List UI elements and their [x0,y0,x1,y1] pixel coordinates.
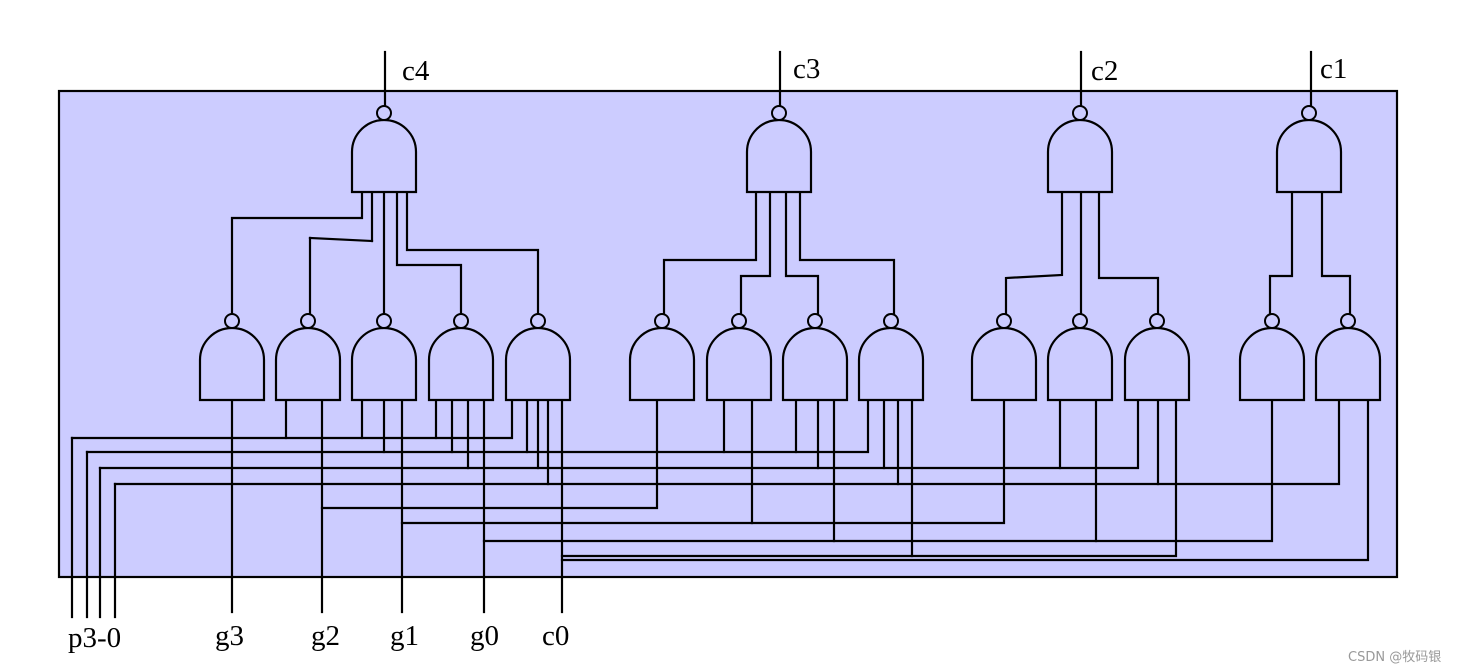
wire-23 [784,190,820,316]
wire-33 [113,398,1341,486]
wire-19 [395,190,463,316]
gate-c1-g0-term-body [1238,326,1306,402]
wire-20 [405,190,540,316]
gate-c3-g1-term-body [705,326,773,402]
gate-c2-g0-term-bubble [1072,313,1088,329]
wire-28 [1268,190,1294,316]
gate-c2-c0-term-bubble [1149,313,1165,329]
wire-32 [98,398,1140,470]
gate-c2-g0-term-body [1046,326,1114,402]
gate-c4-g0-term-body [427,326,495,402]
gate-c2-c0-term-body [1123,326,1191,402]
gate-c4-g1-term-bubble [376,313,392,329]
gate-c1-output-body [1275,118,1343,194]
gate-c3-g0-term-body [781,326,849,402]
wire-50 [320,398,659,510]
gate-c4-g2-term-bubble [300,313,316,329]
gate-c3-c0-term-bubble [883,313,899,329]
wire-15 [308,236,374,243]
wire-58 [560,398,1370,562]
wire-57 [910,398,1178,558]
gate-c3-g2-term-bubble [654,313,670,329]
wire-52 [750,398,1006,525]
label-c2: c2 [1091,55,1118,87]
gate-c4-g1-term-body [350,326,418,402]
wire-29 [1320,190,1352,316]
gate-c1-output-bubble [1301,105,1317,121]
gate-c4-output-bubble [376,105,392,121]
gate-c3-g0-term-bubble [807,313,823,329]
gate-c3-output-bubble [771,105,787,121]
wire-27 [1097,190,1160,316]
label-p3-0: p3-0 [68,622,121,654]
gate-c2-g1-term-body [970,326,1038,402]
wire-30 [70,398,514,440]
label-g1: g1 [390,620,419,652]
wire-31 [85,398,870,454]
gate-c1-c0-term-bubble [1340,313,1356,329]
gate-c3-output-body [745,118,813,194]
label-g3: g3 [215,620,244,652]
nand-gates [198,105,1382,402]
gate-c4-output-body [350,118,418,194]
gate-c4-g3-term-body [198,326,266,402]
wire-25 [1004,190,1064,316]
gate-c3-g1-term-bubble [731,313,747,329]
label-c1: c1 [1320,53,1347,85]
wire-21 [662,190,758,316]
gate-c1-g0-term-bubble [1264,313,1280,329]
gate-c4-c0-term-bubble [530,313,546,329]
gate-c4-g2-term-body [274,326,342,402]
wire-24 [798,190,896,316]
gate-c1-c0-term-body [1314,326,1382,402]
label-c0: c0 [542,620,569,652]
gate-c2-g1-term-bubble [996,313,1012,329]
gate-c4-g3-term-bubble [224,313,240,329]
gate-c2-output-body [1046,118,1114,194]
gate-c3-g2-term-body [628,326,696,402]
label-g2: g2 [311,620,340,652]
gate-c4-g0-term-bubble [453,313,469,329]
label-c3: c3 [793,53,820,85]
wires [70,50,1370,619]
label-g0: g0 [470,620,499,652]
gate-c2-output-bubble [1072,105,1088,121]
watermark: CSDN @牧码银 [1348,650,1441,665]
wire-55 [1094,398,1274,543]
wire-22 [739,190,772,316]
gate-c3-c0-term-body [857,326,925,402]
wire-14 [230,190,364,316]
gate-c4-c0-term-body [504,326,572,402]
label-c4: c4 [402,55,430,87]
